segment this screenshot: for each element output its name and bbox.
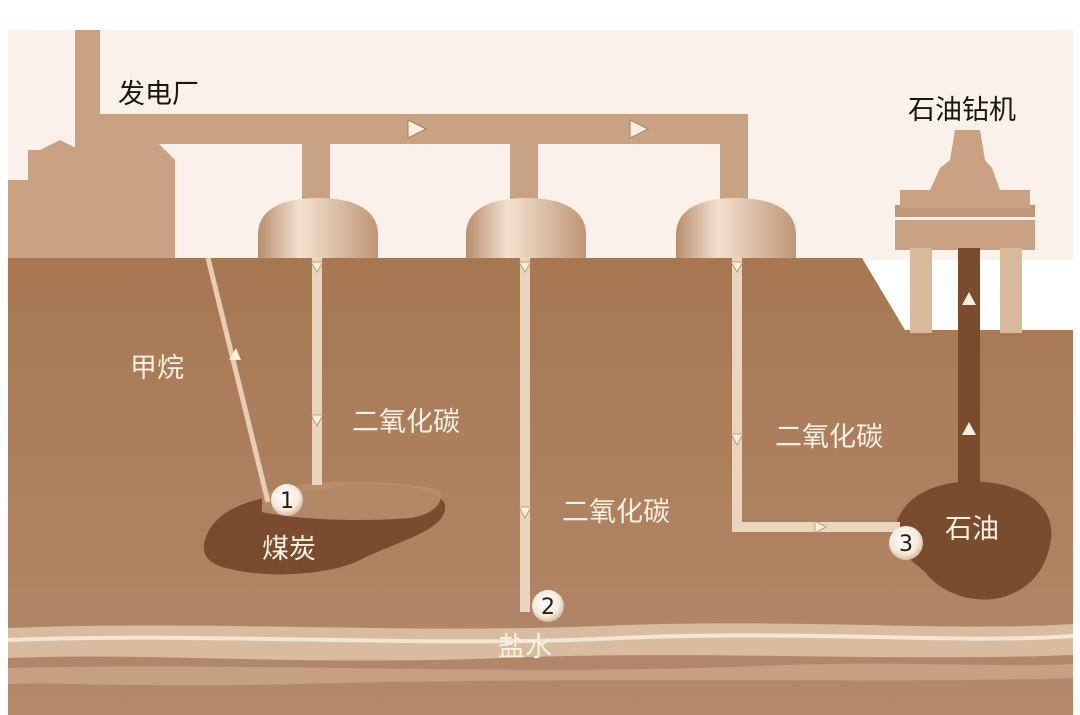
oil-rig-label: 石油钻机	[908, 95, 1016, 126]
marker-2-label: 2	[541, 595, 555, 620]
injection-dome-3	[676, 198, 796, 258]
oil-flow-arrows	[962, 292, 976, 435]
co2-label-right: 二氧化碳	[775, 422, 883, 453]
coal-label: 煤炭	[262, 534, 316, 565]
co2-injection-pipes	[312, 258, 900, 612]
main-pipeline	[100, 114, 748, 205]
ground-layer	[8, 258, 1073, 715]
methane-label: 甲烷	[130, 353, 184, 384]
co2-flow-arrows	[310, 261, 827, 534]
marker-2: 2	[532, 590, 564, 622]
oil-rig-structure	[895, 130, 1035, 333]
oil-reservoir	[894, 481, 1052, 600]
power-plant-label: 发电厂	[118, 79, 199, 110]
brine-label: 盐水	[498, 632, 552, 663]
methane-flow-arrow	[229, 348, 241, 360]
co2-label-middle: 二氧化碳	[562, 497, 670, 528]
co2-label-left: 二氧化碳	[352, 407, 460, 438]
power-plant-building	[8, 30, 175, 262]
brine-layer	[7, 623, 1074, 686]
marker-3: 3	[889, 526, 923, 560]
injection-dome-2	[466, 198, 586, 258]
pipeline-flow-arrows	[407, 119, 650, 139]
marker-3-label: 3	[899, 532, 913, 557]
oil-extraction-well	[958, 248, 980, 498]
injection-dome-1	[258, 198, 378, 258]
methane-pipe	[205, 257, 271, 503]
marker-1-label: 1	[280, 489, 294, 514]
marker-1: 1	[271, 484, 303, 516]
oil-label: 石油	[945, 514, 999, 545]
